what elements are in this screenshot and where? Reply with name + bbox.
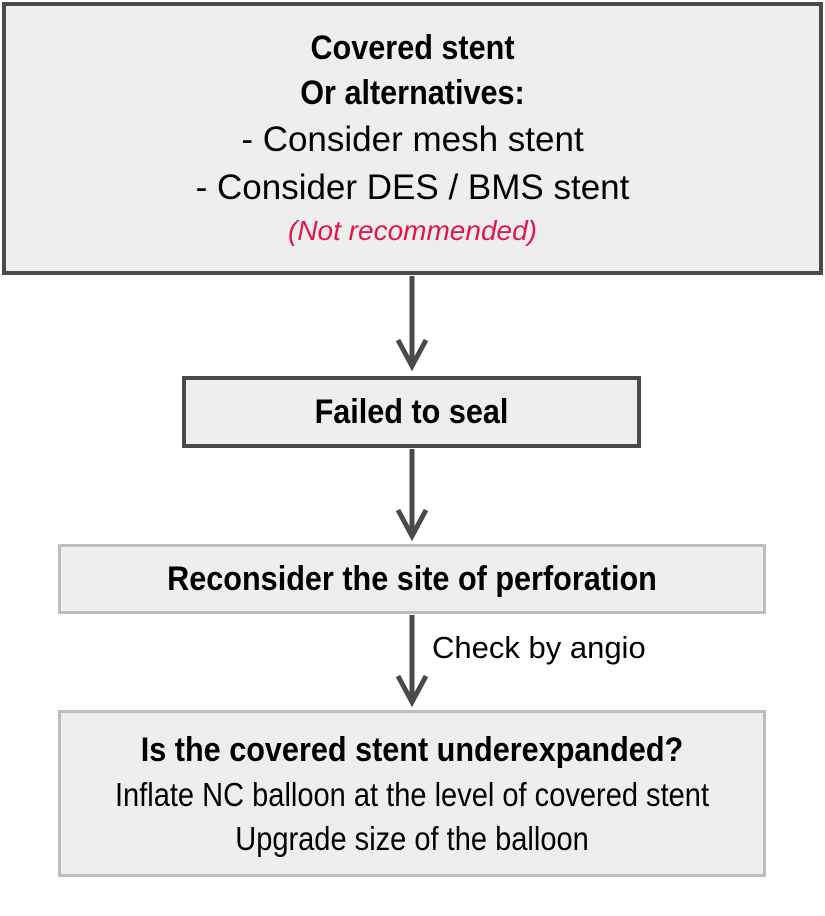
covered-stent-title: Covered stent xyxy=(310,29,515,67)
inflate-nc-balloon-text: Inflate NC balloon at the level of cover… xyxy=(114,776,710,813)
reconsider-site-label: Reconsider the site of perforation xyxy=(167,560,657,598)
arrow-1-head xyxy=(395,338,429,372)
failed-to-seal-box: Failed to seal xyxy=(182,376,641,448)
failed-to-seal-label: Failed to seal xyxy=(314,393,509,431)
mesh-stent-option: - Consider mesh stent xyxy=(241,120,584,159)
des-bms-stent-option: - Consider DES / BMS stent xyxy=(195,168,630,207)
upgrade-balloon-size-text: Upgrade size of the balloon xyxy=(235,820,589,857)
alternatives-heading: Or alternatives: xyxy=(300,74,525,112)
covered-stent-box: Covered stent Or alternatives: - Conside… xyxy=(2,2,823,275)
underexpanded-question: Is the covered stent underexpanded? xyxy=(140,731,684,769)
arrow-2-head xyxy=(395,508,429,542)
not-recommended-note: (Not recommended) xyxy=(288,215,537,246)
arrow-3-head xyxy=(395,674,429,708)
underexpanded-box: Is the covered stent underexpanded? Infl… xyxy=(58,710,766,877)
check-by-angio-label: Check by angio xyxy=(432,630,646,665)
reconsider-site-box: Reconsider the site of perforation xyxy=(58,544,766,614)
